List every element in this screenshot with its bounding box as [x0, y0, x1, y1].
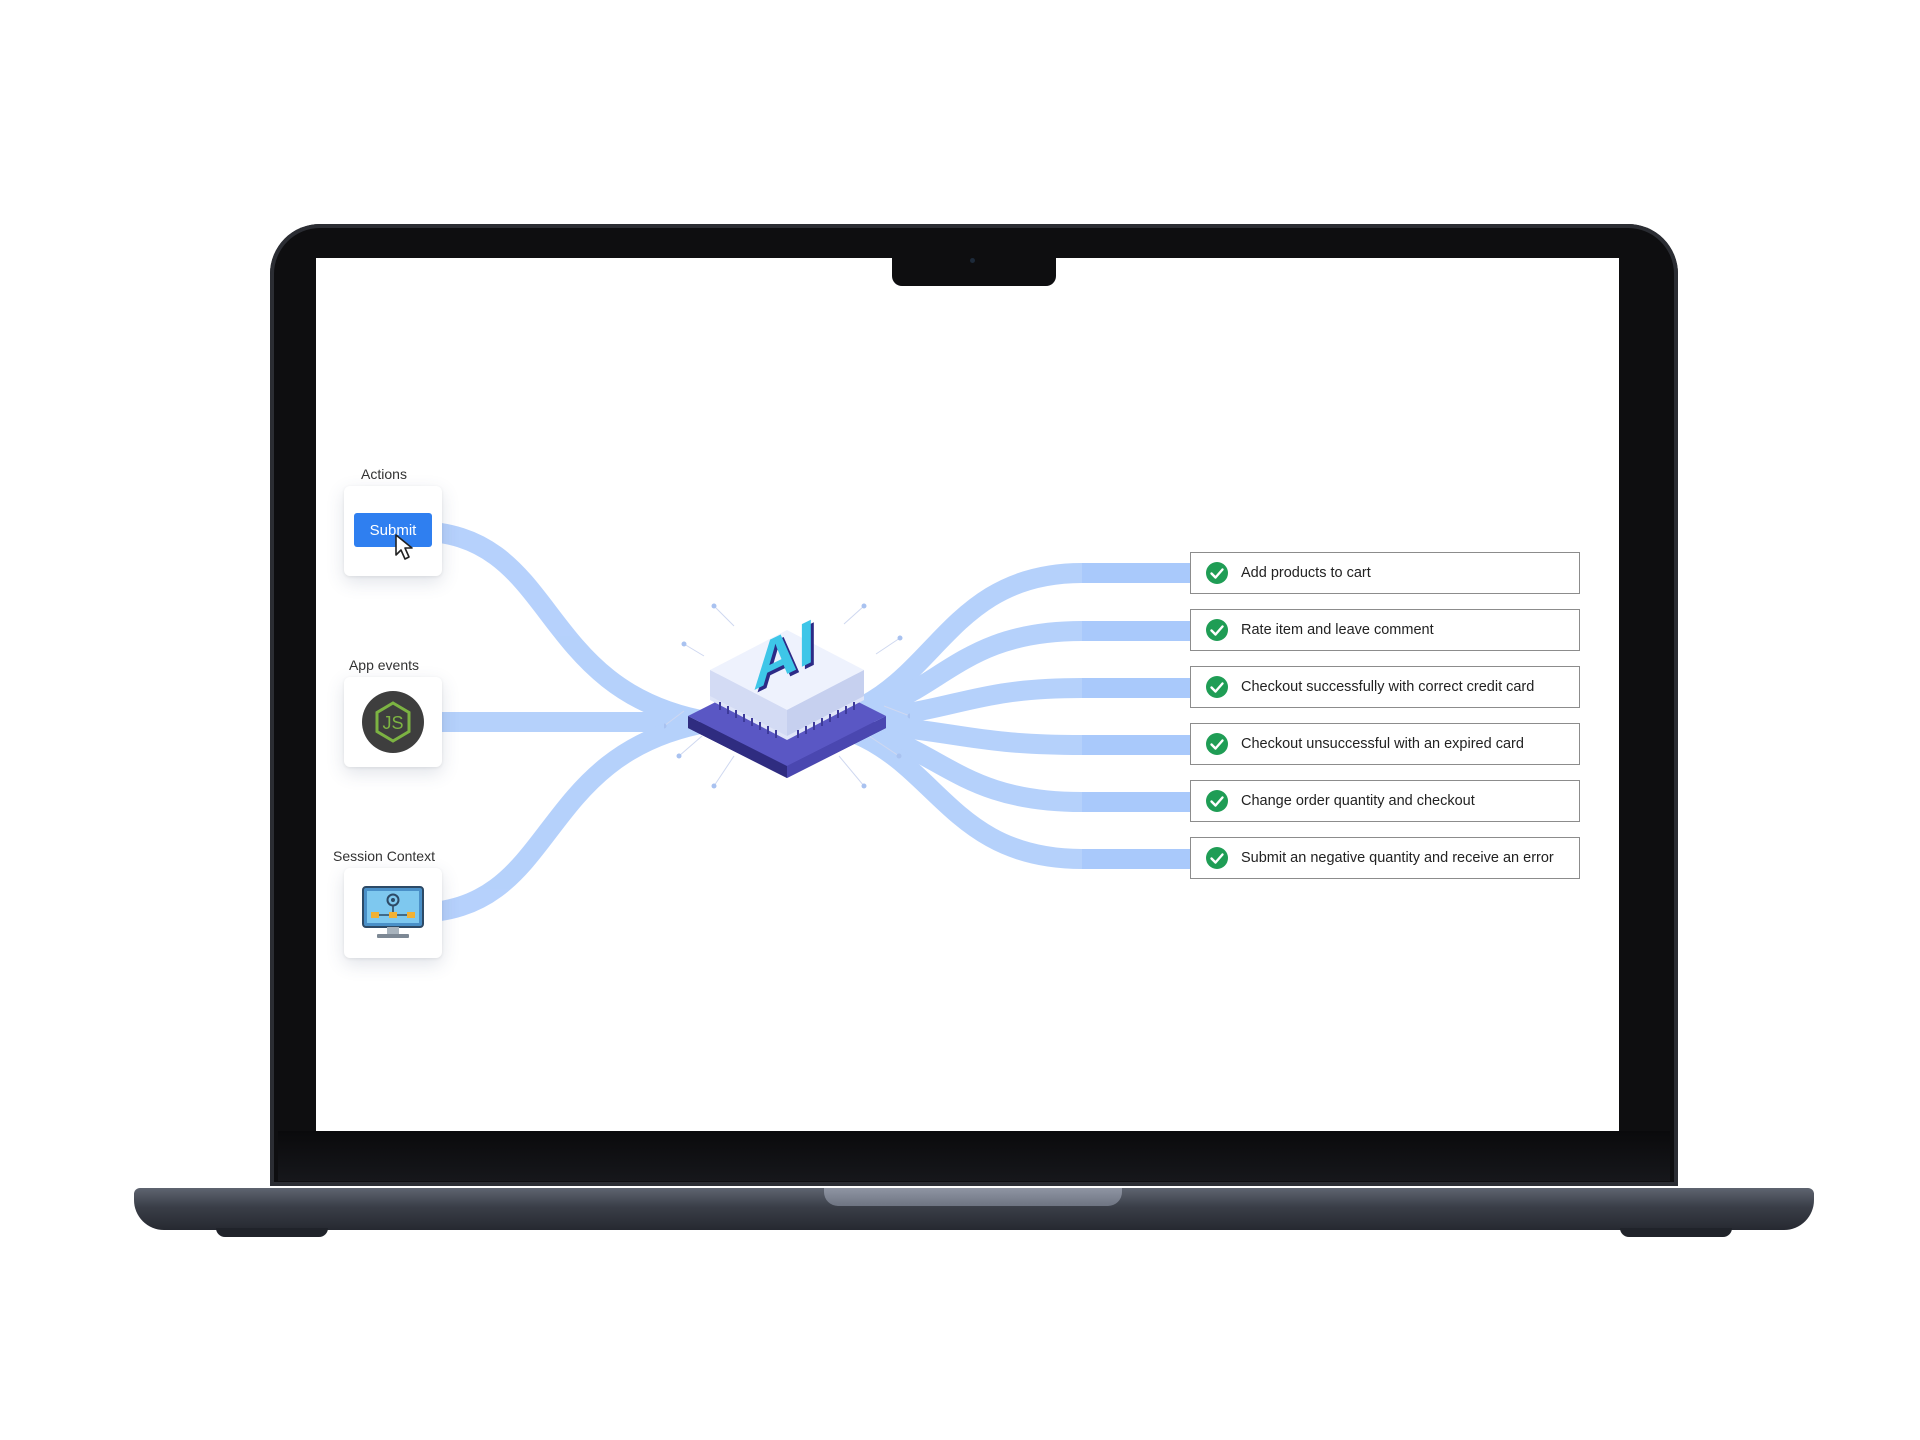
test-result-label: Checkout unsuccessful with an expired ca…	[1241, 736, 1524, 752]
laptop-foot-left	[216, 1228, 328, 1237]
check-circle-icon	[1206, 733, 1228, 755]
test-result-item[interactable]: Rate item and leave comment	[1190, 609, 1580, 651]
monitor-icon	[362, 886, 424, 938]
check-circle-icon	[1206, 790, 1228, 812]
actions-label: Actions	[361, 466, 407, 482]
test-result-item[interactable]: Checkout successfully with correct credi…	[1190, 666, 1580, 708]
actions-card: Submit	[344, 486, 442, 576]
test-result-label: Submit an negative quantity and receive …	[1241, 850, 1554, 866]
trackpad-groove	[824, 1188, 1122, 1206]
check-circle-icon	[1206, 562, 1228, 584]
laptop-chin	[278, 1131, 1670, 1181]
test-result-label: Add products to cart	[1241, 565, 1371, 581]
check-circle-icon	[1206, 619, 1228, 641]
app-events-card: JS	[344, 677, 442, 767]
camera-icon	[970, 258, 975, 263]
test-result-label: Rate item and leave comment	[1241, 622, 1434, 638]
check-circle-icon	[1206, 847, 1228, 869]
camera-notch	[892, 254, 1056, 286]
app-events-label: App events	[348, 657, 420, 673]
laptop-foot-right	[1620, 1228, 1732, 1237]
nodejs-icon: JS	[362, 691, 424, 753]
submit-button[interactable]: Submit	[354, 513, 432, 547]
test-result-label: Checkout successfully with correct credi…	[1241, 679, 1535, 695]
test-result-item[interactable]: Add products to cart	[1190, 552, 1580, 594]
test-result-item[interactable]: Checkout unsuccessful with an expired ca…	[1190, 723, 1580, 765]
session-context-card	[344, 868, 442, 958]
mouse-cursor-icon	[395, 534, 413, 560]
svg-text:JS: JS	[382, 713, 403, 733]
test-result-item[interactable]: Submit an negative quantity and receive …	[1190, 837, 1580, 879]
test-result-item[interactable]: Change order quantity and checkout	[1190, 780, 1580, 822]
session-context-label: Session Context	[333, 848, 435, 864]
ai-chip-icon: AI AI	[664, 603, 910, 789]
laptop-base	[134, 1188, 1814, 1230]
laptop-screen: Actions Submit App events JS Session Con…	[316, 258, 1619, 1131]
test-result-label: Change order quantity and checkout	[1241, 793, 1475, 809]
check-circle-icon	[1206, 676, 1228, 698]
